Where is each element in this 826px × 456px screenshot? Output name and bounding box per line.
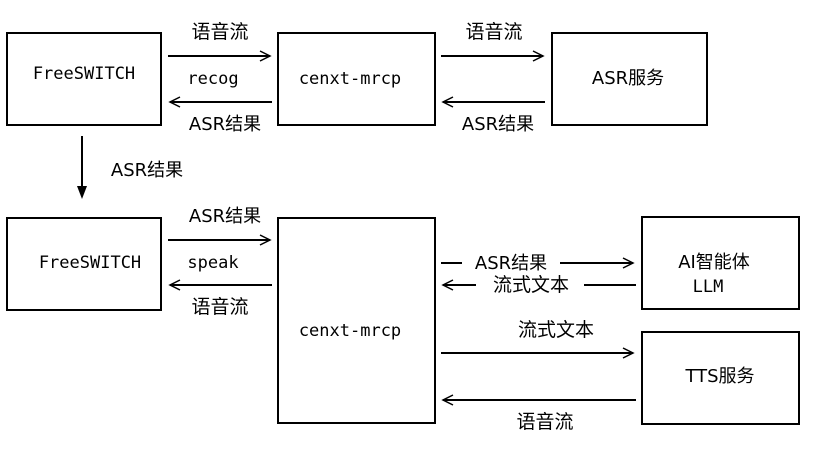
label-top-result-2: ASR结果	[462, 114, 534, 135]
arrow-fs-to-mrcp-top	[168, 50, 272, 62]
label-tts-text: 流式文本	[518, 319, 594, 341]
cenxt-mrcp-bottom-box	[277, 217, 436, 424]
cenxt-mrcp-bottom-label: cenxt-mrcp	[299, 321, 401, 341]
label-agent-text: 流式文本	[493, 274, 569, 296]
asr-service-box	[551, 32, 708, 126]
label-bottom-stream-out: 语音流	[191, 296, 248, 318]
label-top-result-1: ASR结果	[189, 114, 261, 135]
arrow-agent-to-mrcp	[441, 273, 636, 295]
arrow-mrcp-to-fs-top	[168, 96, 272, 108]
label-down-result: ASR结果	[111, 160, 183, 181]
freeswitch-bottom-box	[6, 217, 162, 311]
arrow-mrcp-to-asr	[441, 50, 545, 62]
ai-agent-label: AI智能体	[678, 252, 750, 273]
freeswitch-top-label: FreeSWITCH	[33, 64, 135, 84]
llm-label: LLM	[693, 277, 724, 297]
label-top-recog: recog	[187, 69, 238, 89]
cenxt-mrcp-top-label: cenxt-mrcp	[299, 69, 401, 89]
cenxt-mrcp-top-box	[277, 32, 436, 126]
tts-service-label: TTS服务	[684, 366, 754, 387]
arrow-mrcp-to-tts	[441, 347, 635, 359]
arrow-asr-to-mrcp	[441, 96, 545, 108]
arrow-tts-to-mrcp	[441, 394, 636, 406]
tts-service-box	[641, 331, 800, 425]
label-bottom-result-in: ASR结果	[189, 206, 261, 227]
freeswitch-top-box	[6, 32, 162, 126]
label-bottom-speak: speak	[187, 253, 238, 273]
asr-service-label: ASR服务	[592, 68, 664, 89]
arrow-mrcp-to-agent	[441, 250, 635, 272]
freeswitch-bottom-label: FreeSWITCH	[39, 253, 141, 273]
arrow-down-freeswitch	[77, 136, 87, 199]
ai-agent-box	[641, 216, 800, 310]
arrow-fs-to-mrcp-bottom	[168, 234, 272, 246]
label-agent-result: ASR结果	[475, 253, 547, 274]
arrow-mrcp-to-fs-bottom	[168, 279, 272, 291]
label-top-stream-1: 语音流	[191, 21, 248, 43]
label-top-stream-2: 语音流	[465, 21, 522, 43]
label-tts-stream: 语音流	[516, 411, 573, 433]
